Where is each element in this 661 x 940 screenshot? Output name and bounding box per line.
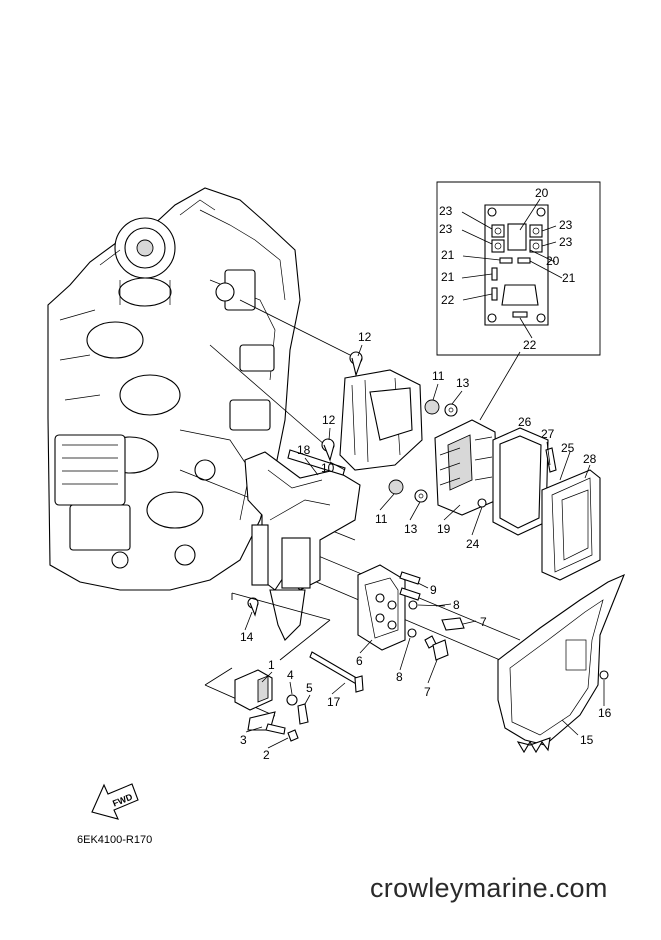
callout-18: 17 [327, 695, 341, 709]
upper-bracket [321, 351, 458, 503]
rectifier-block [357, 564, 465, 661]
callout-13: 13 [456, 376, 470, 390]
callout-21: 21 [441, 248, 455, 262]
lower-cover [497, 573, 626, 754]
callout-12: 12 [322, 413, 336, 427]
callout-labels: 20 23 23 23 23 21 20 21 21 22 22 12 11 1… [240, 186, 612, 762]
callout-21: 21 [562, 271, 576, 285]
callout-12: 12 [358, 330, 372, 344]
cdi-unit [434, 419, 498, 516]
subassembly-lines [231, 592, 331, 661]
callout-10: 10 [321, 461, 335, 475]
callout-15: 15 [580, 733, 594, 747]
callout-20: 20 [546, 254, 560, 268]
callout-13: 13 [404, 522, 418, 536]
watermark-text: crowleymarine.com [370, 873, 608, 903]
callout-6: 6 [356, 654, 363, 668]
callout-1: 1 [268, 658, 275, 672]
callout-22: 22 [441, 293, 455, 307]
callout-24: 24 [466, 537, 480, 551]
main-bracket [244, 449, 361, 641]
callout-8: 8 [396, 670, 403, 684]
callout-20: 20 [535, 186, 549, 200]
callout-26: 26 [518, 415, 532, 429]
callout-8: 8 [453, 598, 460, 612]
fwd-arrow: FWD [91, 783, 139, 820]
diagram-code: 6EK4100-R170 [77, 834, 153, 846]
callout-21: 21 [441, 270, 455, 284]
cable-strap [309, 651, 364, 693]
callout-14: 14 [240, 630, 254, 644]
callout-19: 19 [437, 522, 451, 536]
gasket [492, 427, 549, 536]
callout-23: 23 [439, 204, 453, 218]
callout-7: 7 [424, 685, 431, 699]
callout-22: 22 [523, 338, 537, 352]
callout-23: 23 [439, 222, 453, 236]
callout-leaders [244, 344, 605, 749]
cover [541, 441, 601, 581]
callout-4: 4 [287, 668, 294, 682]
callout-2: 2 [263, 748, 270, 762]
callout-5: 5 [306, 681, 313, 695]
callout-9: 9 [430, 583, 437, 597]
callout-17: 18 [297, 443, 311, 457]
callout-7: 7 [480, 615, 487, 629]
engine-block [47, 187, 301, 591]
callout-25: 25 [561, 441, 575, 455]
relay-assembly [204, 667, 309, 742]
callout-11: 11 [432, 369, 445, 383]
callout-23: 23 [559, 218, 573, 232]
callout-27: 27 [541, 427, 555, 441]
callout-16: 16 [598, 706, 612, 720]
callout-3: 3 [240, 733, 247, 747]
callout-23: 23 [559, 235, 573, 249]
callout-28: 28 [583, 452, 597, 466]
inset-detail [436, 181, 601, 421]
callout-11: 11 [375, 512, 388, 526]
